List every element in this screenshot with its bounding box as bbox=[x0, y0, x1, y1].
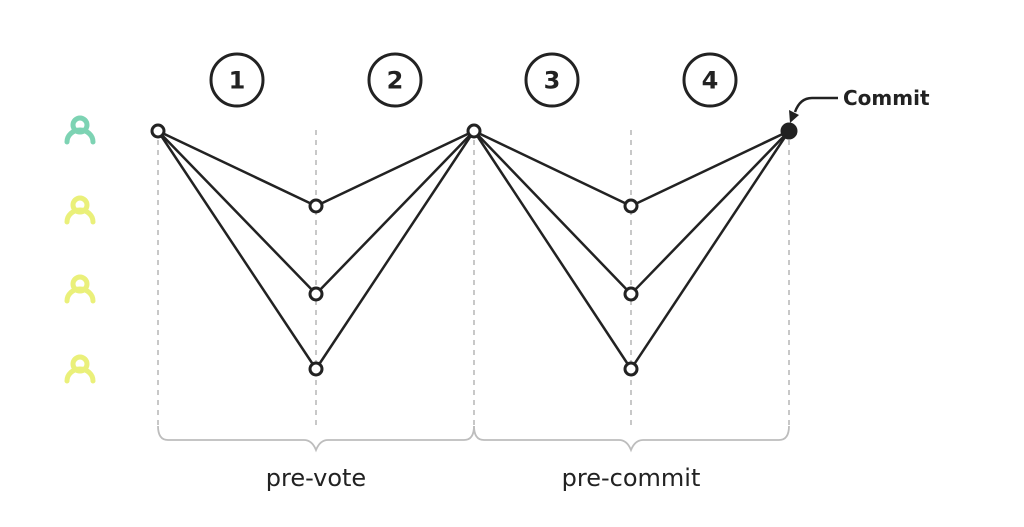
state-nodes bbox=[150, 123, 639, 377]
step-markers: 1 2 3 4 bbox=[209, 52, 738, 108]
message-line bbox=[314, 130, 476, 370]
user-icon bbox=[64, 274, 96, 304]
state-node bbox=[150, 123, 166, 139]
user-icon-body bbox=[64, 207, 96, 225]
message-line bbox=[472, 130, 633, 370]
message-line bbox=[157, 130, 317, 295]
state-node bbox=[466, 123, 482, 139]
state-node bbox=[623, 361, 639, 377]
phase-brackets bbox=[157, 425, 790, 453]
message-lines bbox=[156, 129, 791, 370]
commit-arrowhead bbox=[789, 110, 799, 123]
bracket-pre-commit bbox=[473, 425, 790, 453]
user-icon-body bbox=[64, 286, 96, 304]
step-circle bbox=[682, 52, 738, 108]
step-number: 4 bbox=[702, 67, 719, 95]
user-icon-body bbox=[64, 366, 96, 384]
message-line bbox=[630, 129, 790, 208]
phase-label-pre-vote: pre-vote bbox=[266, 464, 366, 492]
message-line bbox=[629, 130, 791, 370]
commit-node bbox=[780, 122, 798, 140]
user-icon bbox=[64, 115, 96, 145]
step-circle bbox=[209, 52, 265, 108]
message-line bbox=[473, 129, 632, 208]
step-marker-3: 3 bbox=[524, 52, 580, 108]
message-line bbox=[157, 129, 317, 208]
commit-callout: Commit bbox=[789, 86, 930, 123]
participants bbox=[64, 115, 96, 384]
message-line bbox=[473, 130, 632, 295]
step-circle bbox=[367, 52, 423, 108]
step-number: 3 bbox=[544, 67, 561, 95]
step-number: 2 bbox=[387, 67, 404, 95]
step-marker-2: 2 bbox=[367, 52, 423, 108]
message-line bbox=[315, 129, 475, 208]
step-marker-1: 1 bbox=[209, 52, 265, 108]
bracket-pre-vote bbox=[157, 425, 475, 453]
state-node bbox=[308, 198, 324, 214]
guide-lines bbox=[157, 130, 790, 425]
state-node bbox=[308, 361, 324, 377]
state-node bbox=[308, 286, 324, 302]
message-line bbox=[630, 130, 790, 295]
message-line bbox=[156, 130, 318, 370]
step-circle bbox=[524, 52, 580, 108]
user-icon bbox=[64, 354, 96, 384]
message-line bbox=[315, 130, 475, 295]
phase-label-pre-commit: pre-commit bbox=[562, 464, 701, 492]
user-icon bbox=[64, 195, 96, 225]
commit-label: Commit bbox=[843, 86, 930, 110]
state-node bbox=[623, 286, 639, 302]
step-marker-4: 4 bbox=[682, 52, 738, 108]
step-number: 1 bbox=[229, 67, 246, 95]
commit-arrow bbox=[793, 96, 838, 113]
state-node bbox=[623, 198, 639, 214]
user-icon-body bbox=[64, 127, 96, 145]
